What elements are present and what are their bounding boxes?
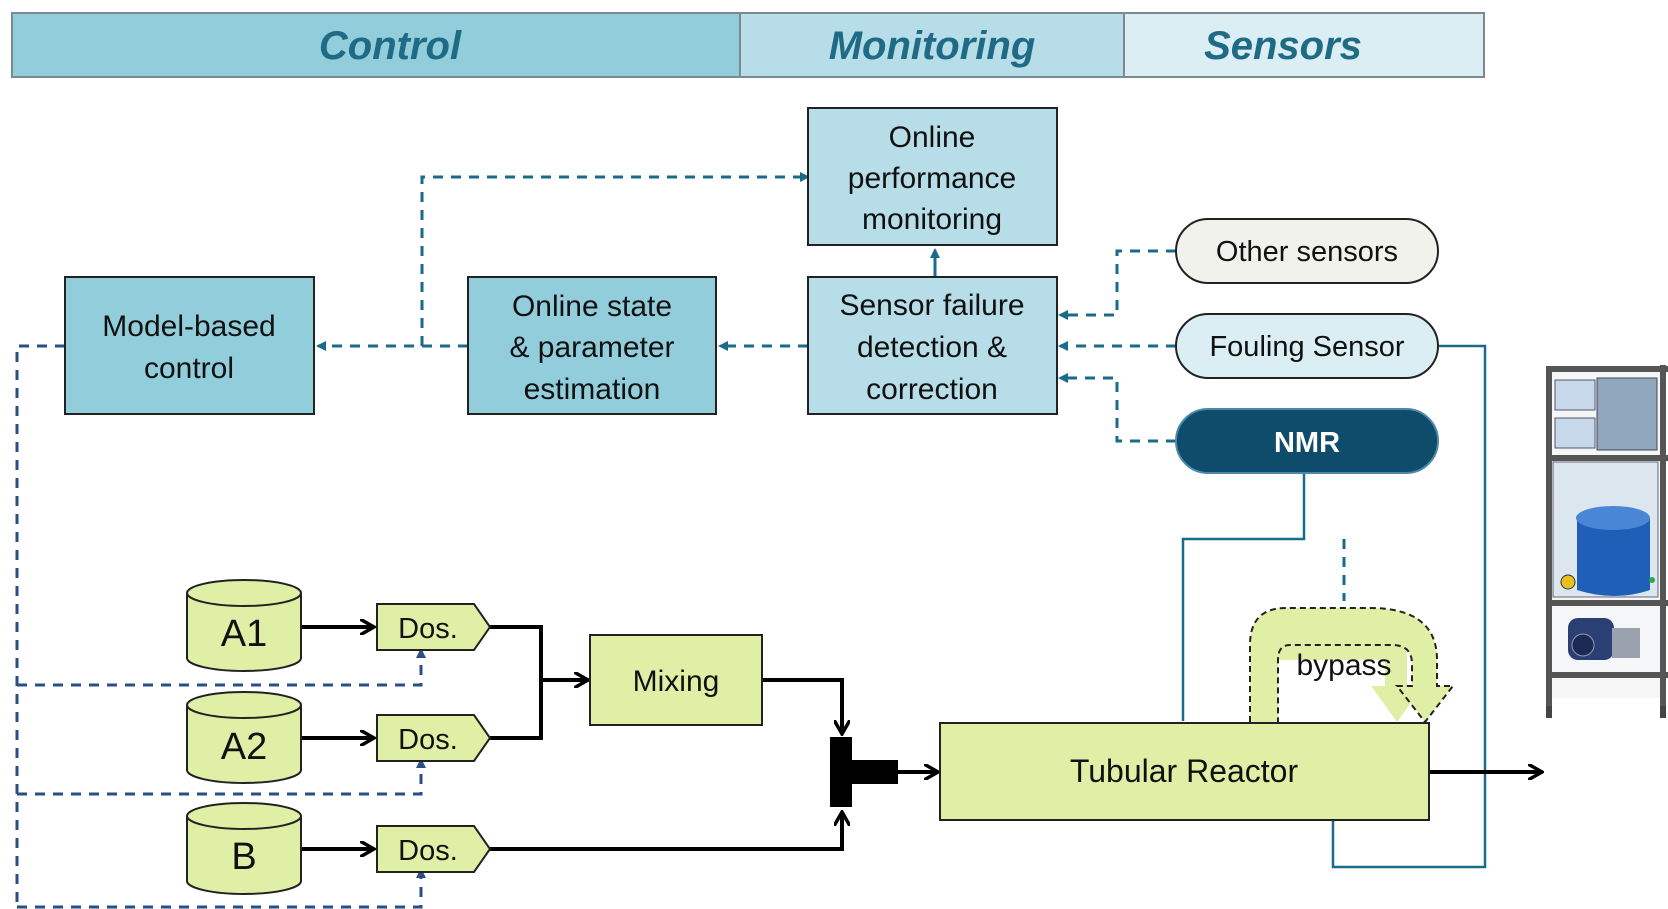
dosing-2: Dos. — [376, 714, 492, 762]
block-sensor-failure: Sensor failure detection & correction — [807, 276, 1058, 415]
control-trunk — [15, 344, 65, 908]
bypass-arrow: bypass — [1249, 607, 1456, 724]
flow-mixing-to-tee — [762, 678, 842, 732]
state-estimation-line3: estimation — [524, 373, 661, 406]
bypass-label: bypass — [1296, 649, 1391, 682]
header-control-label: Control — [319, 24, 462, 68]
performance-monitoring-line2: performance — [848, 162, 1016, 195]
control-to-dos1 — [17, 648, 426, 687]
reactor-label: Tubular Reactor — [1070, 753, 1299, 789]
tank-b: B — [186, 802, 302, 895]
mixing-tee-stub — [850, 760, 898, 784]
sensor-nmr-label: NMR — [1274, 427, 1340, 459]
header-monitoring-label: Monitoring — [829, 24, 1036, 68]
signal-estimation-to-monitoring — [420, 172, 810, 346]
dosing-2-label: Dos. — [398, 724, 458, 756]
signal-lines — [316, 172, 1346, 601]
tank-b-label: B — [231, 836, 256, 878]
signal-other-to-failure — [1058, 249, 1176, 320]
flow-dos1-to-mixing — [490, 625, 543, 740]
state-estimation-line2: & parameter — [509, 331, 674, 364]
sensor-failure-line1: Sensor failure — [839, 289, 1024, 322]
tank-a2: A2 — [186, 691, 302, 784]
state-estimation-line1: Online state — [512, 290, 672, 323]
performance-monitoring-line3: monitoring — [862, 203, 1002, 236]
dosing-3: Dos. — [376, 825, 492, 873]
mixing-label: Mixing — [633, 665, 720, 698]
block-performance-monitoring: Online performance monitoring — [807, 107, 1058, 246]
header-sensors-label: Sensors — [1204, 24, 1362, 68]
model-control-line2: control — [144, 352, 234, 385]
sensor-fouling-label: Fouling Sensor — [1209, 331, 1404, 363]
tank-a1-label: A1 — [221, 613, 267, 655]
sampling-lines — [1181, 344, 1487, 869]
model-control-line1: Model-based — [102, 310, 275, 343]
dosing-1-label: Dos. — [398, 613, 458, 645]
tank-a1: A1 — [186, 579, 302, 672]
header-monitoring-cell — [739, 12, 1125, 78]
block-reactor: Tubular Reactor — [939, 722, 1430, 821]
performance-monitoring-line1: Online — [889, 121, 976, 154]
mixing-tee — [830, 737, 852, 807]
control-to-dos2 — [17, 758, 426, 796]
header-bar: Control Monitoring Sensors — [11, 12, 1485, 78]
sensor-other: Other sensors — [1175, 218, 1439, 284]
signal-nmr-to-failure — [1058, 373, 1176, 443]
sensor-failure-line2: detection & — [857, 331, 1007, 364]
sensor-other-label: Other sensors — [1216, 236, 1398, 268]
flow-dos3-to-tee — [490, 814, 842, 851]
fouling-sample-line — [1331, 344, 1487, 869]
header-sensors-cell — [1123, 12, 1485, 78]
dosing-1: Dos. — [376, 603, 492, 651]
control-to-dos3 — [17, 868, 426, 909]
reactor-rack-icon — [1546, 365, 1668, 718]
sensor-nmr: NMR — [1175, 408, 1439, 474]
nmr-sample-line — [1181, 474, 1306, 721]
block-model-control: Model-based control — [64, 276, 315, 415]
block-state-estimation: Online state & parameter estimation — [467, 276, 717, 415]
sensor-fouling: Fouling Sensor — [1175, 313, 1439, 379]
block-mixing: Mixing — [589, 634, 763, 726]
tank-a2-label: A2 — [221, 726, 267, 768]
header-control-cell — [11, 12, 741, 78]
dosing-3-label: Dos. — [398, 835, 458, 867]
sensor-failure-line3: correction — [866, 373, 998, 406]
control-lines — [15, 344, 426, 909]
